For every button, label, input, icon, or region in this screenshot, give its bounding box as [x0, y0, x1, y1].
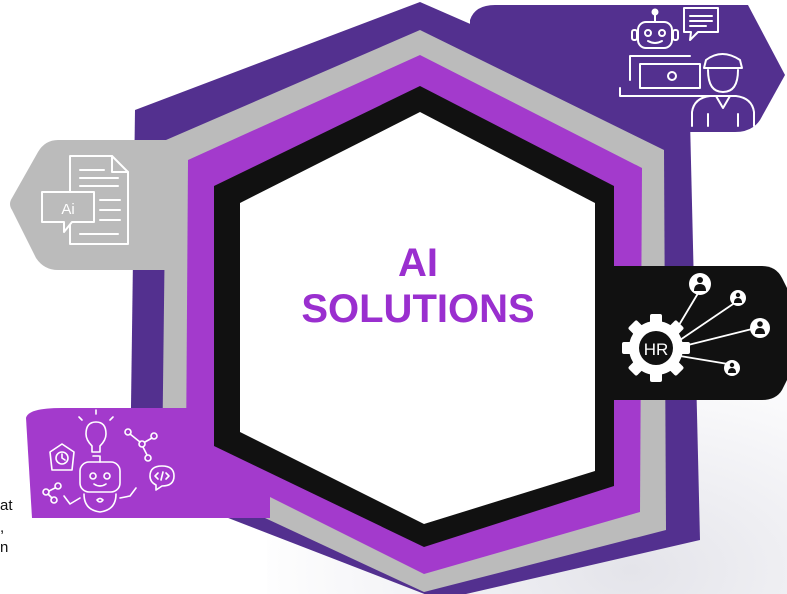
- center-title-line1: AI: [398, 241, 438, 285]
- left-gray-tab: [10, 140, 225, 270]
- hr-gear-network-icon: [622, 273, 770, 382]
- ai-document-label: Ai: [61, 201, 74, 218]
- robot-ideas-icon: [42, 409, 175, 513]
- center-title-line2: SOLUTIONS: [301, 287, 534, 331]
- ai-document-icon: [41, 155, 129, 245]
- hr-label: HR: [644, 340, 669, 359]
- chatbot-customer-support-icon: [619, 7, 755, 127]
- cropped-text-line3: n: [0, 539, 9, 556]
- cropped-text-line1: at: [0, 497, 13, 514]
- bottom-left-purple-tab: [26, 408, 270, 518]
- center-white-hexagon: [240, 112, 595, 524]
- cropped-text-line2: ,: [0, 519, 5, 536]
